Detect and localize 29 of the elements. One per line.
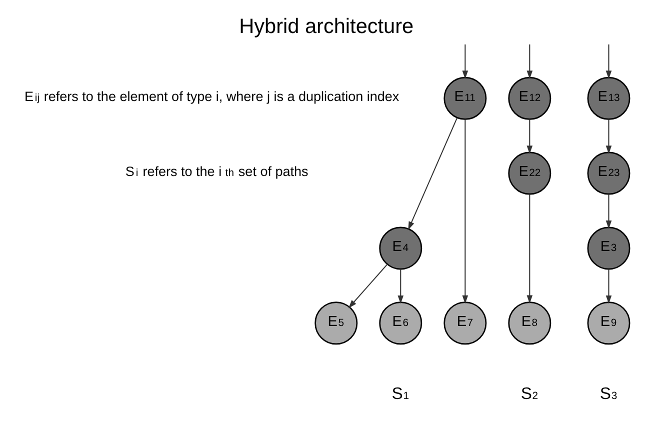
node-circle: E5 (314, 302, 358, 345)
arrow (462, 44, 468, 79)
arrow (526, 194, 532, 304)
arrow (348, 264, 388, 308)
node-circle: E23 (586, 152, 630, 195)
node-circle: E9 (586, 302, 630, 345)
node-circle: E6 (378, 302, 422, 345)
node-circle: E11 (443, 76, 486, 120)
arrow (605, 269, 612, 304)
label: S2 (520, 384, 538, 403)
arrow (605, 44, 612, 79)
arrow (397, 269, 404, 304)
node-circle: E22 (508, 152, 551, 195)
arrow (462, 120, 468, 304)
arrow (526, 119, 532, 154)
node-circle: E8 (508, 302, 551, 345)
label: S1 (391, 384, 409, 403)
node-circle: E3 (586, 226, 630, 270)
arrow (526, 44, 532, 79)
node-circle: E13 (586, 76, 630, 120)
node-circle: E12 (508, 76, 551, 120)
diagram-title: Hybrid architecture (238, 15, 414, 38)
node-circle: E4 (378, 226, 422, 270)
arrow (605, 194, 612, 229)
arrow (408, 118, 458, 230)
label: S3 (599, 384, 617, 403)
node-circle: E7 (443, 302, 486, 345)
label: Eij refers to the element of type i, where j is a duplication index (24, 88, 399, 104)
arrow (605, 119, 612, 154)
